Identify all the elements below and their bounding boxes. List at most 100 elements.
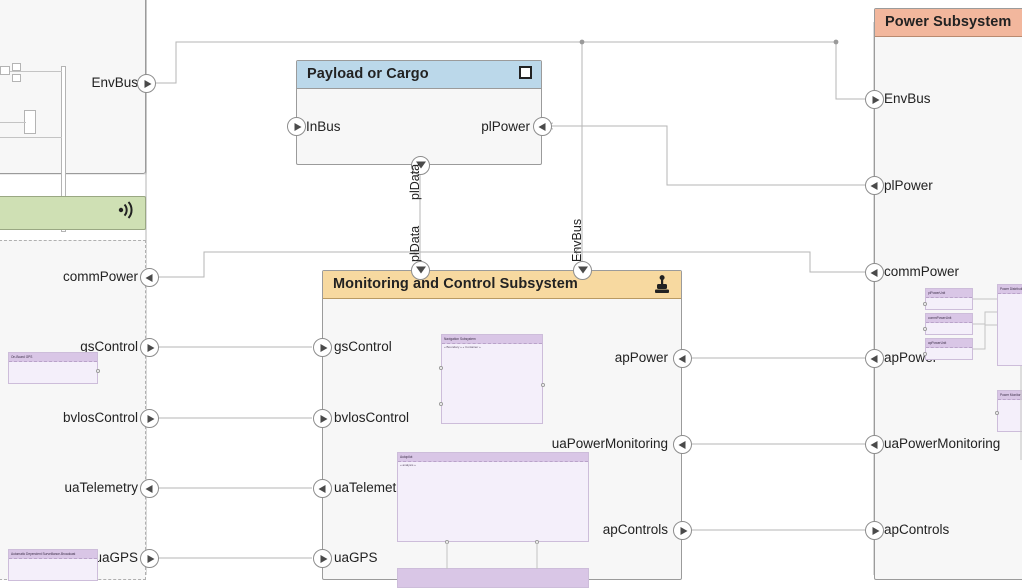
internal-stub-connector-b xyxy=(0,137,62,138)
wire-junction xyxy=(579,39,585,45)
mini-preview-body xyxy=(9,559,97,561)
port-uapowermonitoring-monitoring[interactable] xyxy=(673,435,692,454)
mini-port xyxy=(923,327,927,331)
port-label-appower-monitoring: apPower xyxy=(614,350,668,365)
joystick-icon xyxy=(652,275,672,295)
mini-preview-header: Autopilot xyxy=(398,453,588,462)
internal-stub-bar xyxy=(61,66,66,232)
port-label-commpower-power: commPower xyxy=(884,264,960,279)
connector-label-pldata-upper: plData xyxy=(408,163,422,200)
mini-preview-header: commPowerUnit xyxy=(926,314,972,323)
port-envbus-monitoring[interactable] xyxy=(573,261,592,280)
signal-icon xyxy=(117,201,137,219)
port-gscontrol-left[interactable] xyxy=(140,338,159,357)
square-outline-icon xyxy=(519,66,532,79)
mini-preview-flight-controller[interactable]: Flight Controller xyxy=(397,568,589,588)
mini-preview-autopilot[interactable]: Autopilot « analysis » xyxy=(397,452,589,542)
port-pldata-monitoring[interactable] xyxy=(411,261,430,280)
payload-title: Payload or Cargo xyxy=(307,66,429,82)
mini-preview-header: plPowerUnit xyxy=(926,289,972,298)
port-apcontrols-monitoring[interactable] xyxy=(673,521,692,540)
mini-preview-body xyxy=(998,294,1022,296)
mini-preview-left-1[interactable]: On-Board GPS xyxy=(8,352,98,384)
port-label-envbus-topleft: EnvBus xyxy=(91,75,138,90)
port-label-uatelemetry-left: uaTelemetry xyxy=(64,480,138,495)
port-uapowermonitoring-power[interactable] xyxy=(865,435,884,454)
comms-partial-block[interactable] xyxy=(0,196,146,230)
mini-port xyxy=(96,369,100,373)
mini-preview-power-monitor[interactable]: Power Monitor xyxy=(997,390,1022,432)
mini-preview-appowerunit[interactable]: apPowerUnit xyxy=(925,338,973,360)
mini-preview-body xyxy=(926,323,972,325)
port-label-commpower-left: commPower xyxy=(62,269,138,284)
monitoring-title: Monitoring and Control Subsystem xyxy=(333,276,578,292)
port-label-envbus-power: EnvBus xyxy=(884,91,931,106)
connector-label-envbus: EnvBus xyxy=(570,218,584,262)
port-label-uagps-left: uaGPS xyxy=(94,550,138,565)
port-uatelemetry-monitoring[interactable] xyxy=(313,479,332,498)
internal-stub-connector-c xyxy=(0,122,26,123)
payload-header: Payload or Cargo xyxy=(297,61,541,89)
mini-preview-navigation-subsystem[interactable]: Navigation Subsystem « Boundary » « Cont… xyxy=(441,334,543,424)
port-label-uagps-monitoring: uaGPS xyxy=(334,550,378,565)
port-uagps-monitoring[interactable] xyxy=(313,549,332,568)
mini-port xyxy=(541,383,545,387)
mini-preview-body: « analysis » xyxy=(400,463,416,467)
mini-preview-header: Power Monitor xyxy=(998,391,1022,400)
payload-block[interactable]: Payload or Cargo xyxy=(296,60,542,165)
internal-stub-connector-a xyxy=(0,71,62,72)
mini-port xyxy=(445,540,449,544)
port-label-plpower-payload: plPower xyxy=(481,119,530,134)
port-pldata-payload[interactable] xyxy=(411,156,430,175)
port-label-uatelemetry-monitoring: uaTelemetry xyxy=(334,480,408,495)
port-label-gscontrol-left: gsControl xyxy=(80,339,138,354)
mini-port xyxy=(535,540,539,544)
connector-label-pldata-lower: plData xyxy=(408,225,422,262)
port-apcontrols-power[interactable] xyxy=(865,521,884,540)
port-label-apcontrols-monitoring: apControls xyxy=(602,522,668,537)
mini-preview-header: On-Board GPS xyxy=(9,353,97,362)
wire-junction xyxy=(833,39,839,45)
mini-preview-body xyxy=(926,348,972,350)
port-plpower-power[interactable] xyxy=(865,176,884,195)
port-gscontrol-monitoring[interactable] xyxy=(313,338,332,357)
port-plpower-payload[interactable] xyxy=(533,117,552,136)
mini-preview-power-distribution[interactable]: Power Distribution xyxy=(997,284,1022,366)
port-label-uapowermonitoring-power: uaPowerMonitoring xyxy=(884,436,1001,451)
power-header: Power Subsystem xyxy=(875,9,1022,37)
mini-preview-commpowerunit[interactable]: commPowerUnit xyxy=(925,313,973,335)
port-label-inbus: InBus xyxy=(306,119,341,134)
mini-preview-body xyxy=(998,400,1022,402)
internal-stub-box-3 xyxy=(12,74,21,82)
internal-stub-box-2 xyxy=(12,63,21,71)
port-uatelemetry-left[interactable] xyxy=(140,479,159,498)
internal-stub-box-1 xyxy=(0,66,10,75)
port-commpower-left[interactable] xyxy=(140,268,159,287)
port-label-bvloscontrol-monitoring: bvlosControl xyxy=(334,410,410,425)
port-envbus-power[interactable] xyxy=(865,90,884,109)
mini-preview-header: Power Distribution xyxy=(998,285,1022,294)
mini-preview-body: « Boundary » « Container » xyxy=(444,345,481,349)
port-label-apcontrols-power: apControls xyxy=(884,522,950,537)
port-envbus-topleft[interactable] xyxy=(137,74,156,93)
mini-preview-body xyxy=(9,362,97,364)
mini-preview-plpowerunit[interactable]: plPowerUnit xyxy=(925,288,973,310)
mini-preview-left-2[interactable]: Automatic Dependent Surveillance-Broadca… xyxy=(8,549,98,581)
port-bvloscontrol-monitoring[interactable] xyxy=(313,409,332,428)
mini-preview-header: Automatic Dependent Surveillance-Broadca… xyxy=(9,550,97,559)
port-bvloscontrol-left[interactable] xyxy=(140,409,159,428)
port-appower-monitoring[interactable] xyxy=(673,349,692,368)
mini-preview-body xyxy=(926,298,972,300)
port-inbus[interactable] xyxy=(287,117,306,136)
port-label-plpower-power: plPower xyxy=(884,178,933,193)
port-appower-power[interactable] xyxy=(865,349,884,368)
power-title: Power Subsystem xyxy=(885,14,1012,30)
port-label-uapowermonitoring-monitoring: uaPowerMonitoring xyxy=(551,436,668,451)
mini-preview-header: Navigation Subsystem xyxy=(442,335,542,344)
port-label-bvloscontrol-left: bvlosControl xyxy=(62,410,138,425)
mini-port xyxy=(439,366,443,370)
port-uagps-left[interactable] xyxy=(140,549,159,568)
port-commpower-power[interactable] xyxy=(865,263,884,282)
mini-port xyxy=(439,402,443,406)
